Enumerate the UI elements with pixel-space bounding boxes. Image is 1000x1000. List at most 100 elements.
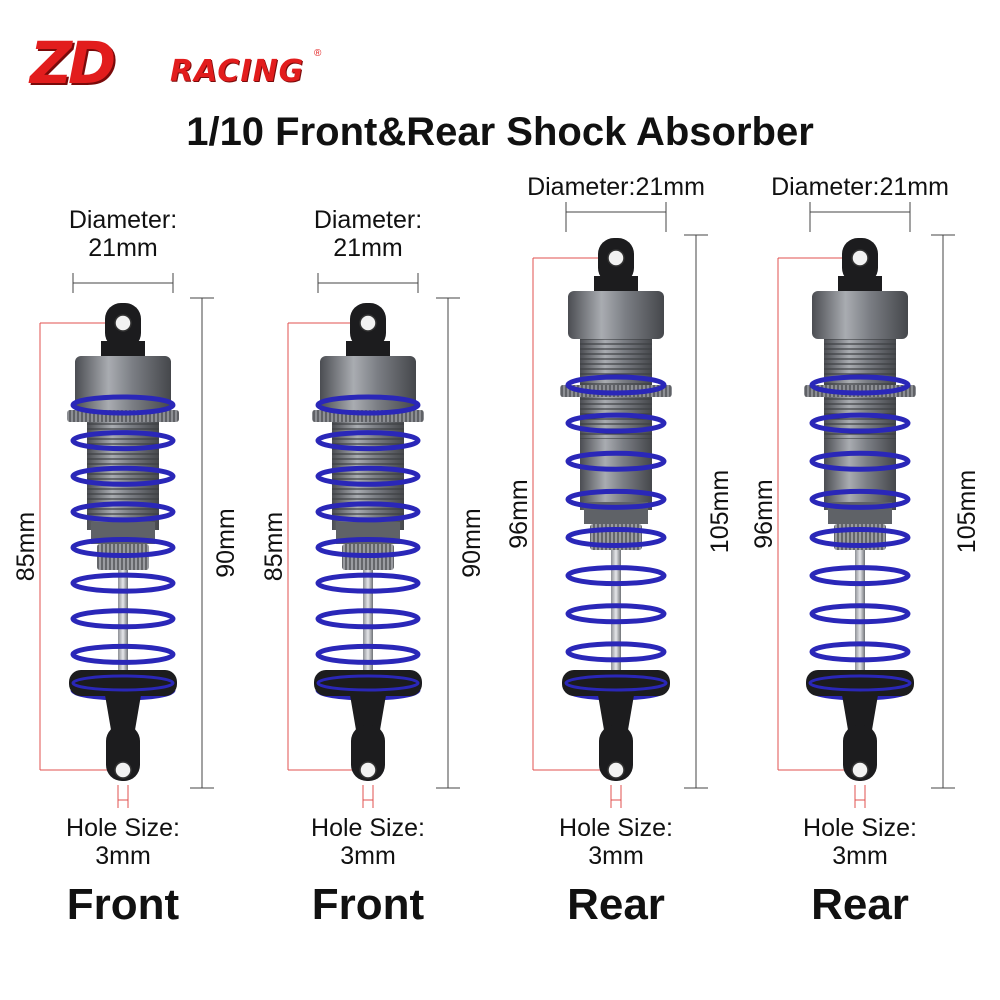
top-eye-hole bbox=[851, 249, 869, 267]
overall-dimension bbox=[436, 297, 460, 789]
hole-size-dimension bbox=[362, 785, 374, 808]
logo-secondary: RACING bbox=[170, 54, 305, 89]
spring-coil bbox=[809, 412, 911, 434]
spring-coil bbox=[70, 643, 176, 665]
diameter-label: Diameter:21mm bbox=[527, 173, 705, 201]
diameter-dimension bbox=[565, 202, 667, 232]
spring-coil bbox=[70, 608, 176, 630]
spring-end-coil bbox=[71, 674, 175, 692]
spring-coil bbox=[809, 565, 911, 587]
top-eye-hole bbox=[114, 314, 132, 332]
spring-coil bbox=[315, 608, 421, 630]
shock-2: Diameter:21mm 85mm 90mm bbox=[260, 206, 486, 808]
spring-coil bbox=[809, 603, 911, 625]
overall-dimension bbox=[931, 234, 955, 789]
bottom-mount bbox=[106, 725, 140, 781]
hole-size-label: Hole Size: bbox=[559, 814, 673, 842]
spring-coil bbox=[565, 603, 667, 625]
shock-body bbox=[67, 303, 179, 781]
bottom-eye-hole bbox=[851, 761, 869, 779]
hole-size-dimension bbox=[610, 785, 622, 808]
spring-coil bbox=[809, 488, 911, 510]
shock-body bbox=[560, 238, 672, 781]
spring-coil bbox=[70, 501, 176, 523]
diameter-value: 21mm bbox=[88, 234, 157, 262]
overall-length-label: 90mm bbox=[458, 508, 486, 577]
hole-size-value: 3mm bbox=[95, 842, 151, 870]
lower-spring-cup bbox=[69, 670, 177, 696]
bottom-eye-hole bbox=[114, 761, 132, 779]
top-mount-base bbox=[346, 341, 390, 359]
bottom-mount-neck bbox=[842, 695, 878, 730]
bottom-mount bbox=[843, 725, 877, 781]
lower-spring-cup bbox=[562, 670, 670, 696]
diameter-dimension bbox=[72, 273, 174, 293]
spring-end-coil bbox=[808, 674, 912, 692]
eye-to-eye-label: 96mm bbox=[750, 479, 778, 548]
spring-coil bbox=[70, 394, 176, 416]
bottom-eye-hole bbox=[359, 761, 377, 779]
spring-coil bbox=[315, 465, 421, 487]
top-mount-base bbox=[101, 341, 145, 359]
overall-dimension bbox=[684, 234, 708, 789]
bottom-mount-neck bbox=[598, 695, 634, 730]
hole-size-label: Hole Size: bbox=[66, 814, 180, 842]
zd-racing-logo: ZD RACING ® bbox=[30, 28, 330, 100]
spring-coil bbox=[315, 394, 421, 416]
hole-size-value: 3mm bbox=[588, 842, 644, 870]
hole-size-label: Hole Size: bbox=[311, 814, 425, 842]
spring-coil bbox=[315, 537, 421, 558]
diameter-label: Diameter: bbox=[314, 206, 422, 234]
piston-rod bbox=[855, 550, 865, 685]
spring-coil bbox=[809, 641, 911, 663]
bottom-eye-hole bbox=[607, 761, 625, 779]
position-label: Rear bbox=[567, 880, 665, 929]
spring-end-coil bbox=[564, 674, 668, 692]
bottom-mount-neck bbox=[350, 695, 386, 730]
hole-size-label: Hole Size: bbox=[803, 814, 917, 842]
hole-size-dimension bbox=[117, 785, 129, 808]
overall-length-label: 105mm bbox=[706, 470, 734, 553]
lower-spring-cup bbox=[806, 670, 914, 696]
spring-coil bbox=[565, 412, 667, 434]
spring-coil bbox=[70, 537, 176, 558]
shock-body bbox=[312, 303, 424, 781]
spring-coil bbox=[565, 374, 667, 396]
spring-coil bbox=[565, 527, 667, 548]
position-label: Front bbox=[66, 880, 180, 929]
spring-coil bbox=[565, 641, 667, 663]
diameter-value: 21mm bbox=[333, 234, 402, 262]
piston-rod bbox=[611, 550, 621, 685]
hole-size-dimension bbox=[854, 785, 866, 808]
spring-coil bbox=[565, 565, 667, 587]
position-label: Front bbox=[311, 880, 425, 929]
spring-coil bbox=[315, 643, 421, 665]
coil-spring bbox=[809, 374, 911, 701]
diameter-label: Diameter:21mm bbox=[771, 173, 949, 201]
shock-body bbox=[804, 238, 916, 781]
diameter-dimension bbox=[809, 202, 911, 232]
overall-length-label: 90mm bbox=[212, 508, 240, 577]
lower-spring-cup bbox=[314, 670, 422, 696]
shock-4: Diameter:21mm 96mm 105mm bbox=[750, 173, 981, 808]
bottom-mount bbox=[599, 725, 633, 781]
top-eye-hole bbox=[359, 314, 377, 332]
overall-length-label: 105mm bbox=[953, 470, 981, 553]
position-label: Rear bbox=[811, 880, 909, 929]
shock-cap bbox=[812, 291, 908, 339]
spring-end-coil bbox=[316, 674, 420, 692]
diameter-dimension bbox=[317, 273, 419, 293]
coil-spring bbox=[315, 394, 421, 701]
spring-coil bbox=[315, 430, 421, 452]
eye-to-eye-label: 85mm bbox=[260, 512, 288, 581]
shock-cap bbox=[568, 291, 664, 339]
overall-dimension bbox=[190, 297, 214, 789]
spring-coil bbox=[809, 527, 911, 548]
spring-coil bbox=[809, 374, 911, 396]
top-mount-base bbox=[594, 276, 638, 294]
spring-coil bbox=[70, 572, 176, 594]
spring-coil bbox=[809, 450, 911, 472]
